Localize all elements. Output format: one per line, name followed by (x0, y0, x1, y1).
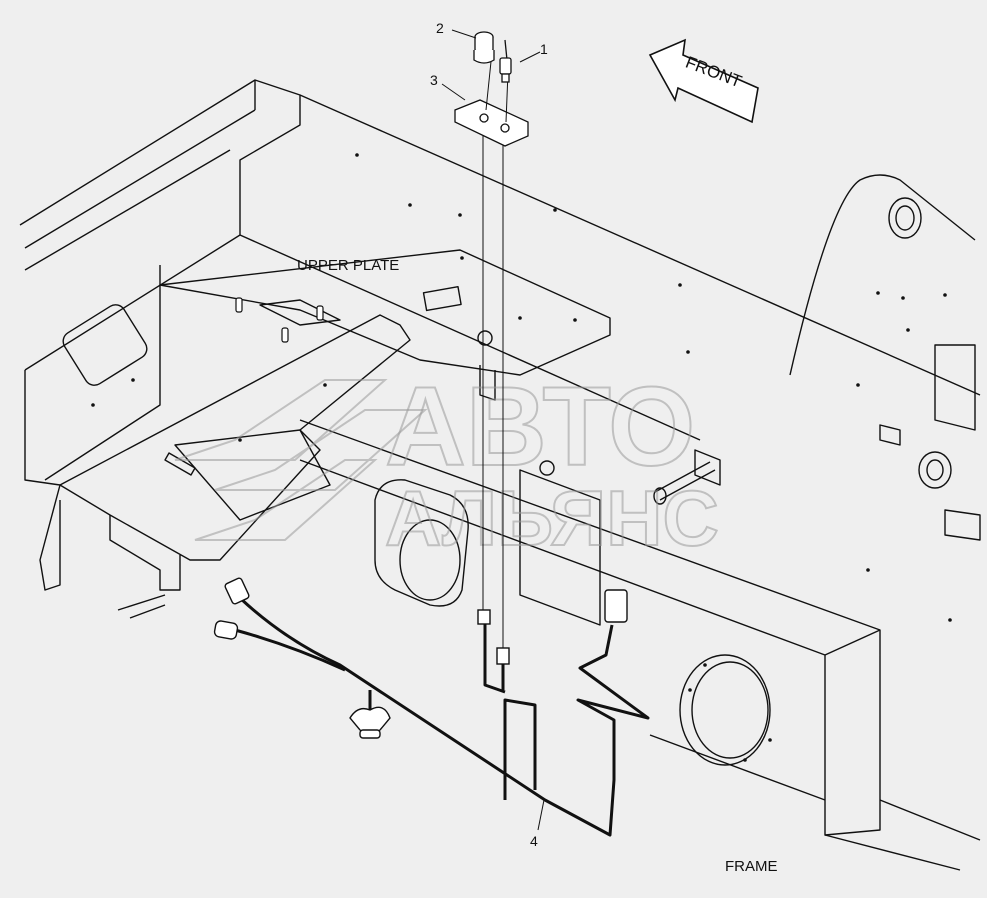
callout-4: 4 (530, 833, 538, 849)
lower-bracket (59, 314, 411, 561)
frame-top-edge (299, 94, 981, 396)
callout-1: 1 (540, 41, 548, 57)
cover-plate (519, 469, 601, 626)
frame-label: FRAME (725, 858, 778, 875)
watermark: АВТО АЛЬЯНС (174, 363, 720, 563)
watermark-logo (174, 379, 428, 541)
toggle-switch (499, 39, 512, 83)
mounting-plate (454, 99, 529, 147)
frame-right-upright (789, 174, 976, 376)
rotary-switch (473, 31, 495, 64)
harness-connectors (213, 577, 628, 739)
watermark-line1: АВТО (385, 364, 695, 489)
wiring-harness (234, 596, 650, 837)
frame-box (299, 419, 881, 836)
upper-plate-label: UPPER PLATE (297, 257, 399, 274)
callout-2: 2 (436, 20, 444, 36)
callouts (441, 29, 545, 831)
upper-plate-pegs (235, 297, 324, 343)
watermark-line2: АЛЬЯНС (385, 474, 719, 562)
frame-cutout-left (374, 479, 469, 607)
left-slot (62, 304, 148, 386)
frame-cutout-right (679, 654, 771, 766)
mounting-holes (91, 153, 952, 762)
callout-3: 3 (430, 72, 438, 88)
